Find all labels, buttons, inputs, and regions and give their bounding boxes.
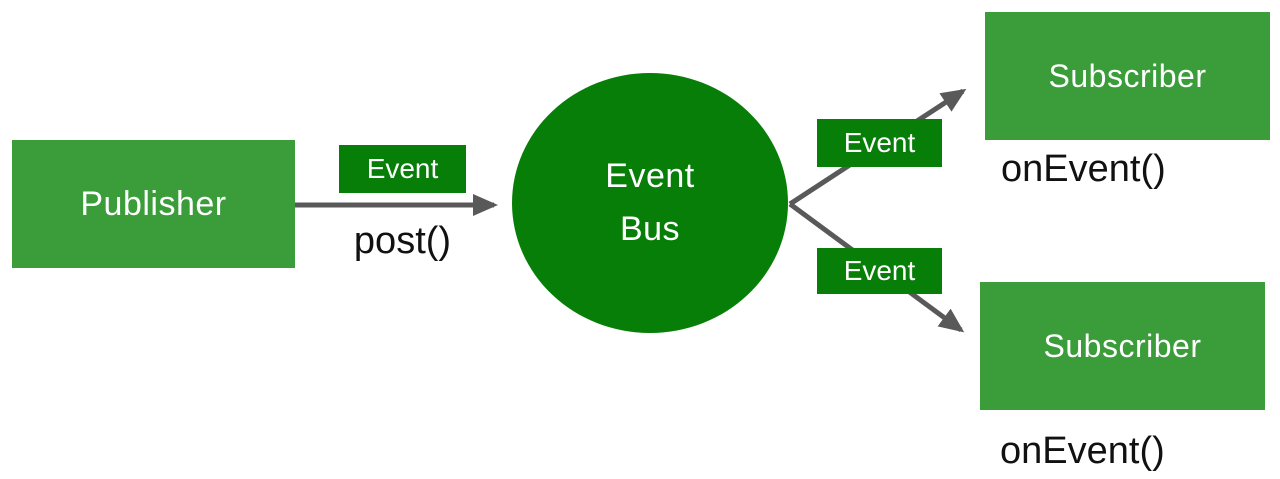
event-bus-label-line1: Event (605, 157, 695, 195)
event-bus-node: Event Bus (512, 73, 788, 333)
subscriber-node-top: Subscriber (985, 12, 1270, 140)
post-method-label: post() (353, 220, 452, 262)
subscriber-top-label: Subscriber (1048, 57, 1207, 94)
publisher-node: Publisher (12, 140, 295, 268)
onevent-method-label-top: onEvent() (1001, 148, 1166, 190)
publisher-label: Publisher (80, 184, 227, 223)
event-badge-post-label: Event (366, 153, 439, 184)
onevent-method-label-bottom: onEvent() (1000, 430, 1165, 472)
event-badge-bottom-label: Event (843, 255, 916, 286)
event-badge-top: Event (817, 119, 942, 167)
event-badge-bottom: Event (817, 248, 942, 294)
event-badge-top-label: Event (843, 127, 916, 158)
subscriber-bottom-label: Subscriber (1043, 327, 1202, 364)
event-badge-post: Event (339, 145, 466, 193)
subscriber-node-bottom: Subscriber (980, 282, 1265, 410)
event-bus-label-line2: Bus (619, 210, 681, 248)
